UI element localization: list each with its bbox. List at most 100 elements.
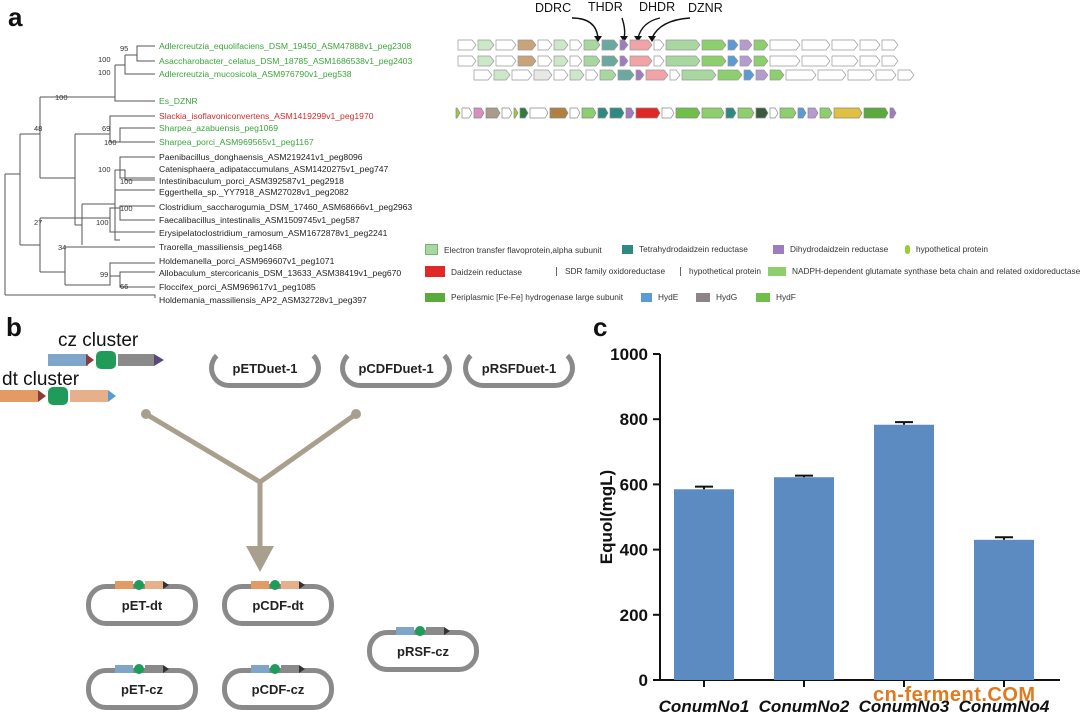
gene-arrow	[635, 107, 661, 119]
panel-b-label: b	[6, 312, 22, 342]
legend-item-sdr: SDR family oxidoreductase	[556, 266, 665, 276]
gene-arrow	[819, 107, 833, 119]
prsf-cz-insert	[396, 626, 450, 636]
taxon-label: Holdemanella_porci_ASM969607v1_peg1071	[159, 256, 335, 266]
gene-arrow	[797, 107, 807, 119]
gene-arrow	[727, 55, 739, 67]
gene-label-arrows	[571, 17, 691, 42]
taxon-label: Asaccharobacter_celatus_DSM_18785_ASM168…	[159, 56, 413, 66]
gene-arrow	[653, 39, 665, 51]
gene-arrow	[833, 107, 863, 119]
gene-arrow	[569, 55, 583, 67]
legend-swatch	[556, 266, 559, 276]
gene-arrow	[585, 69, 599, 81]
bootstrap-value: 99	[100, 270, 109, 279]
bar	[974, 539, 1034, 680]
legend-item-etf-alpha: Electron transfer flavoprotein,alpha sub…	[425, 244, 602, 255]
taxon-label: Clostridium_saccharogumia_DSM_17460_ASM6…	[159, 202, 413, 212]
y-tick-label: 600	[620, 475, 648, 494]
gene-arrow	[569, 69, 585, 81]
taxon-label: Faecalibacillus_intestinalis_ASM1509745v…	[159, 215, 360, 225]
gene-arrow	[645, 69, 669, 81]
gene-arrow	[717, 69, 743, 81]
gene-arrow	[739, 39, 753, 51]
gene-arrow	[597, 107, 609, 119]
bootstrap-value: 27	[34, 218, 43, 227]
taxon-label: Holdemania_massiliensis_AP2_ASM32728v1_p…	[159, 295, 367, 305]
bootstrap-value: 69	[102, 124, 111, 133]
bootstrap-value: 95	[120, 44, 129, 53]
gene-arrow	[881, 55, 899, 67]
taxon-label: Allobaculum_stercoricanis_DSM_13633_ASM3…	[159, 268, 402, 278]
taxon-label: Es_DZNR	[159, 96, 198, 106]
taxon-label: Sharpea_azabuensis_peg1069	[159, 123, 278, 133]
x-tick-label: ConumNo4	[959, 697, 1050, 716]
gene-arrow	[743, 69, 755, 81]
gene-arrow	[511, 69, 533, 81]
gene-arrow	[769, 55, 801, 67]
gene-arrow	[569, 39, 583, 51]
legend-swatch	[773, 244, 784, 254]
vector-pcdfduet: pCDFDuet-1	[340, 348, 452, 388]
pet-cz-insert	[115, 664, 169, 674]
gene-arrow	[517, 55, 537, 67]
gene-arrow	[753, 39, 769, 51]
taxon-label: Erysipelatoclostridium_ramosum_ASM167287…	[159, 228, 388, 238]
gene-arrow	[755, 69, 769, 81]
dt-cluster-title: dt cluster	[2, 369, 80, 390]
legend-swatch	[696, 292, 710, 302]
gene-arrow	[473, 107, 485, 119]
gene-arrow	[529, 107, 549, 119]
gene-arrow	[755, 107, 769, 119]
y-axis-label: Equol(mgL)	[597, 470, 616, 564]
gene-arrow	[495, 39, 517, 51]
gene-arrow	[583, 39, 601, 51]
gene-arrow	[599, 69, 617, 81]
y-tick-label: 1000	[610, 345, 648, 364]
gene-arrow	[881, 39, 899, 51]
gene-arrow	[785, 69, 817, 81]
legend-swatch	[768, 266, 786, 276]
taxon-label: Sharpea_porci_ASM969565v1_peg1167	[159, 137, 314, 147]
bootstrap-value: 48	[34, 124, 43, 133]
gene-arrow	[513, 107, 519, 119]
gene-arrow	[455, 107, 461, 119]
taxon-label: Catenisphaera_adipataccumulans_ASM142027…	[159, 164, 389, 174]
gene-arrow	[701, 55, 727, 67]
legend-swatch	[425, 292, 445, 302]
bootstrap-value: 100	[98, 55, 111, 64]
gene-arrow	[675, 107, 701, 119]
gene-arrow	[619, 55, 629, 67]
bootstrap-value: 34	[58, 243, 67, 252]
gene-arrow	[701, 107, 725, 119]
gene-arrow	[875, 69, 897, 81]
gene-arrow	[537, 55, 553, 67]
bootstrap-value: 100	[120, 177, 133, 186]
taxon-label: Eggerthella_sp._YY7918_ASM27028v1_peg208…	[159, 187, 349, 197]
gene-arrow	[653, 55, 665, 67]
gene-arrow	[635, 69, 645, 81]
cz-cluster-graphic	[48, 351, 164, 369]
gene-arrow	[473, 69, 493, 81]
bar	[874, 424, 934, 680]
gene-arrow	[493, 69, 511, 81]
y-tick-label: 200	[620, 606, 648, 625]
gene-arrow	[665, 55, 701, 67]
taxon-label: Intestinibaculum_porci_ASM392587v1_peg29…	[159, 176, 344, 186]
gene-arrow	[601, 55, 619, 67]
gene-arrow	[477, 39, 495, 51]
legend-swatch	[756, 292, 770, 302]
pcdf-cz-insert	[251, 664, 305, 674]
legend-item-hydg: HydG	[696, 292, 737, 302]
gene-arrow	[553, 69, 569, 81]
gene-arrow	[629, 55, 653, 67]
gene-arrow	[669, 69, 681, 81]
gene-arrow	[625, 107, 635, 119]
gene-arrow	[739, 55, 753, 67]
gene-arrow	[553, 55, 569, 67]
y-tick-label: 0	[639, 671, 648, 690]
gene-label-dznr: DZNR	[688, 1, 723, 15]
legend-item-nadph: NADPH-dependent glutamate synthase beta …	[768, 266, 1080, 276]
gene-cluster-map	[455, 39, 915, 119]
legend-item-hypothetical-2: hypothetical protein	[680, 266, 761, 276]
